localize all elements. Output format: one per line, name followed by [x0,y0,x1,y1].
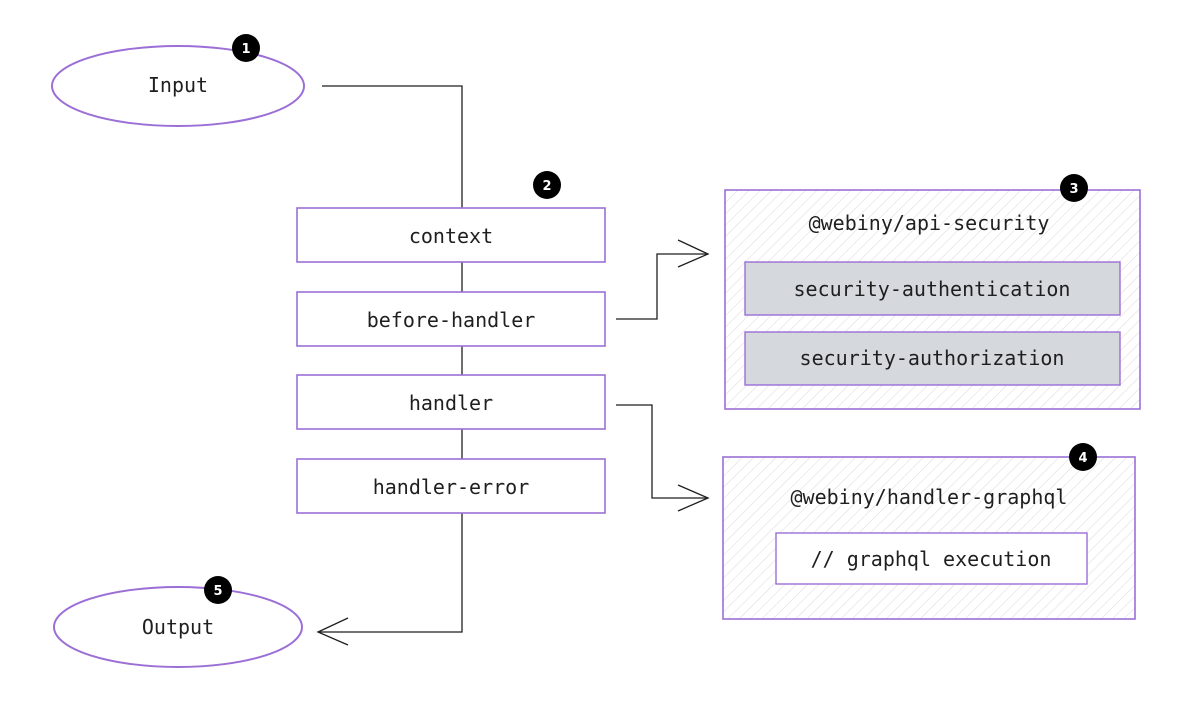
graphql-group-title: @webiny/handler-graphql [791,485,1068,509]
input-to-pipeline-line [322,85,463,208]
handler-to-graphql-line [616,404,708,499]
output-node: Output 5 [53,576,303,668]
graphql-group: 4 @webiny/handler-graphql // graphql exe… [722,443,1136,620]
handler-error-step-label: handler-error [373,475,530,499]
output-arrowhead [316,617,349,646]
graphql-execution-box [775,532,1088,585]
output-label: Output [142,615,214,639]
context-step-label: context [409,224,493,248]
security-group: 3 @webiny/api-security security-authenti… [724,174,1141,410]
input-node: Input 1 [51,34,305,127]
output-step-badge-number: 5 [213,584,222,599]
security-authentication-label: security-authentication [794,277,1071,301]
before-handler-step-label: before-handler [367,308,536,332]
handler-error-step-box [296,458,606,514]
input-step-badge [232,34,260,62]
output-step-badge [204,576,232,604]
pipeline-to-output-line [318,513,463,633]
before-handler-step-box [296,291,606,347]
security-authorization-box [744,331,1121,386]
connectors [316,85,710,646]
input-ellipse [51,45,305,127]
graphql-group-badge [1069,443,1097,471]
pipeline-step-badge-number: 2 [542,179,551,194]
input-step-badge-number: 1 [241,42,250,57]
security-group-badge-number: 3 [1069,182,1078,197]
output-ellipse [53,586,303,668]
security-group-title: @webiny/api-security [809,211,1050,235]
pipeline-step-badge [533,171,561,199]
handler-step-box [296,374,606,430]
input-label: Input [148,73,208,97]
security-authentication-box [744,261,1121,316]
before-handler-to-security-line [616,253,708,320]
graphql-group-badge-number: 4 [1078,451,1087,466]
pipeline: 2 context before-handler handler handler… [296,171,606,514]
security-authorization-label: security-authorization [800,346,1065,370]
security-arrowhead [677,239,710,268]
graphql-execution-label: // graphql execution [811,547,1052,571]
security-group-badge [1060,174,1088,202]
graphql-arrowhead [677,484,710,512]
handler-step-label: handler [409,391,493,415]
context-step-box [296,207,606,263]
